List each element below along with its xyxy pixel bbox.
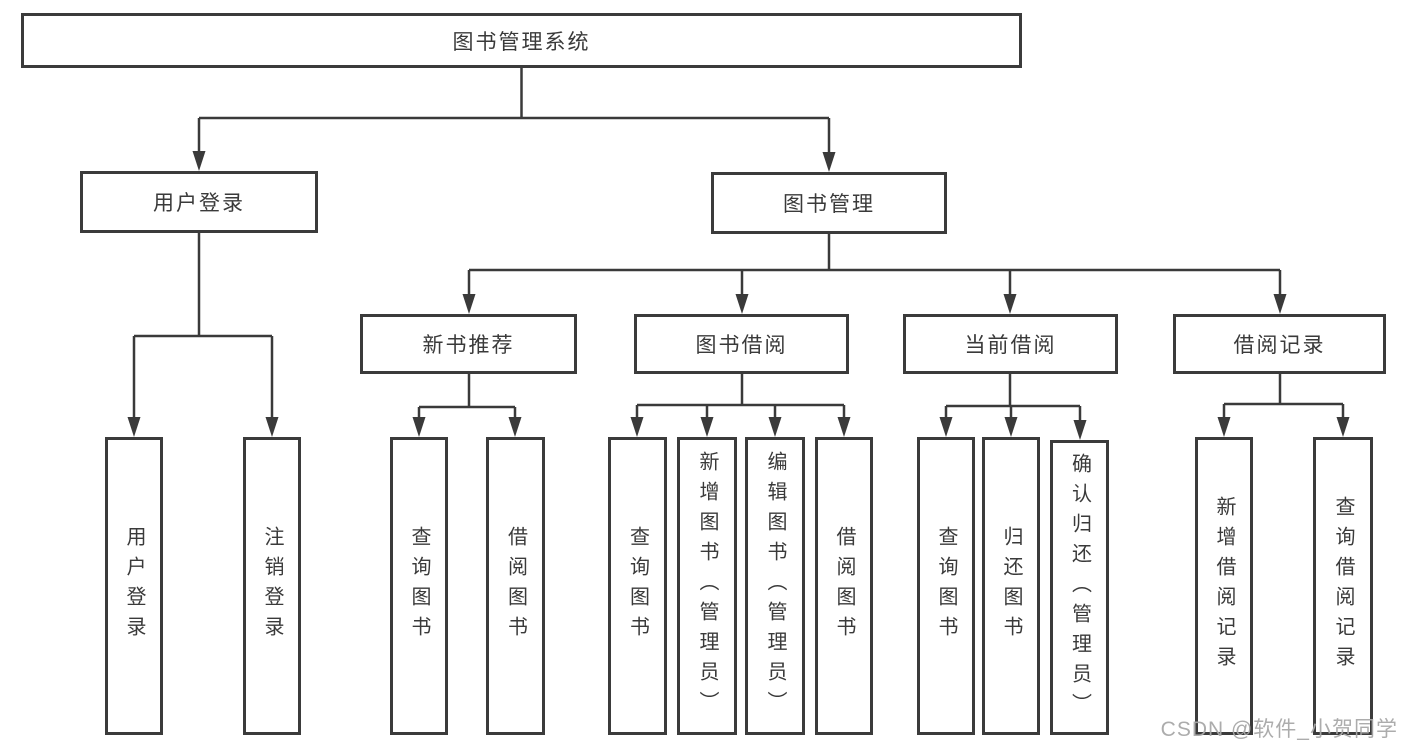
arrowheads-level2 (192, 151, 836, 172)
connector-current-borrow-branch (944, 374, 1082, 421)
node-book-management-label: 图书管理 (783, 193, 875, 216)
connector-borrow-records-branch (1222, 374, 1345, 418)
connector-user-login-branch (132, 233, 274, 418)
arrowheads-new-book-branch (412, 417, 522, 437)
leaf-borrow-books: 借阅图书 (815, 437, 873, 735)
leaf-logout-label: 注销登录 (261, 526, 283, 646)
leaf-query-books-borrow: 查询图书 (608, 437, 667, 735)
connector-book-mgmt-to-level3 (467, 234, 1282, 295)
arrowheads-level3 (462, 294, 1287, 314)
leaf-edit-book-admin: 编辑图书（管理员） (745, 437, 805, 735)
leaf-add-borrow-record-label: 新增借阅记录 (1213, 496, 1235, 676)
leaf-add-book-admin: 新增图书（管理员） (677, 437, 737, 735)
node-current-borrow: 当前借阅 (903, 314, 1118, 374)
leaf-return-books: 归还图书 (982, 437, 1040, 735)
node-user-login-label: 用户登录 (153, 192, 245, 215)
leaf-borrow-books-recommend-label: 借阅图书 (504, 526, 527, 646)
leaf-query-books-current: 查询图书 (917, 437, 975, 735)
leaf-add-borrow-record: 新增借阅记录 (1195, 437, 1253, 735)
arrowheads-book-borrow-branch (630, 417, 851, 437)
arrowheads-current-borrow-branch (939, 417, 1087, 440)
connector-root-to-level2 (197, 68, 831, 153)
node-root-label: 图书管理系统 (452, 30, 591, 54)
node-user-login: 用户登录 (80, 171, 318, 233)
leaf-borrow-books-recommend: 借阅图书 (486, 437, 545, 735)
leaf-confirm-return-admin-label: 确认归还（管理员） (1068, 452, 1091, 723)
leaf-return-books-label: 归还图书 (1000, 526, 1022, 646)
leaf-add-book-admin-label: 新增图书（管理员） (696, 451, 718, 721)
leaf-confirm-return-admin: 确认归还（管理员） (1050, 440, 1109, 735)
node-new-book-recommend-label: 新书推荐 (422, 334, 515, 357)
node-borrow-records-label: 借阅记录 (1233, 334, 1326, 357)
leaf-logout: 注销登录 (243, 437, 301, 735)
leaf-query-books-recommend: 查询图书 (390, 437, 448, 735)
leaf-query-borrow-record-label: 查询借阅记录 (1332, 496, 1354, 676)
node-current-borrow-label: 当前借阅 (964, 334, 1057, 357)
leaf-query-books-current-label: 查询图书 (935, 526, 957, 646)
arrowheads-user-login-branch (127, 417, 279, 437)
leaf-query-borrow-record: 查询借阅记录 (1313, 437, 1373, 735)
leaf-query-books-borrow-label: 查询图书 (626, 526, 649, 646)
node-new-book-recommend: 新书推荐 (360, 314, 577, 374)
arrowheads-borrow-records-branch (1217, 417, 1350, 437)
node-book-borrow: 图书借阅 (634, 314, 849, 374)
node-root-system: 图书管理系统 (21, 13, 1022, 68)
leaf-borrow-books-label: 借阅图书 (833, 526, 855, 646)
connector-book-borrow-branch (635, 374, 846, 418)
node-borrow-records: 借阅记录 (1173, 314, 1386, 374)
leaf-query-books-recommend-label: 查询图书 (408, 526, 430, 646)
csdn-watermark: CSDN @软件_小贺同学 (1160, 718, 1398, 741)
leaf-user-login-label: 用户登录 (123, 526, 145, 646)
leaf-edit-book-admin-label: 编辑图书（管理员） (764, 451, 786, 721)
node-book-management: 图书管理 (711, 172, 947, 234)
connector-new-book-branch (417, 374, 517, 418)
node-book-borrow-label: 图书借阅 (695, 334, 788, 357)
leaf-user-login: 用户登录 (105, 437, 163, 735)
